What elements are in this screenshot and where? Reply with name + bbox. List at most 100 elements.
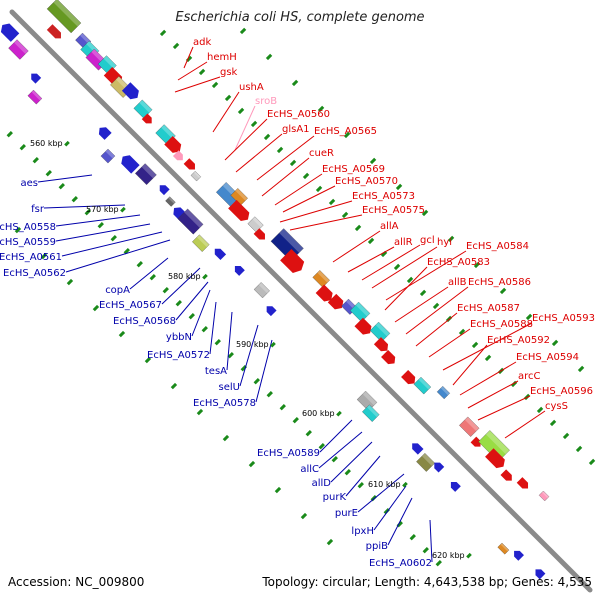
scale-tick: [253, 378, 260, 385]
tick-label: 620 kbp: [432, 551, 465, 560]
gene-arrow-forward: [172, 150, 183, 161]
label-leader-line: [129, 257, 169, 290]
label-leader-line: [256, 135, 315, 181]
tick-layer: [6, 27, 596, 567]
gene-label-reverse: fsr: [31, 204, 45, 215]
scale-tick: [40, 252, 48, 260]
gene-arrow-reverse: [214, 248, 227, 261]
label-leader-line: [191, 289, 211, 337]
scale-tick: [318, 443, 325, 450]
scale-tick: [395, 183, 403, 191]
gene-label-forward: EcHS_A0588: [470, 319, 533, 330]
tick-label: 580 kbp: [168, 272, 201, 281]
gene-label-forward: gcl: [420, 235, 435, 246]
scale-tick: [196, 408, 204, 416]
gene-label-forward: cysS: [545, 401, 568, 412]
gene-label-forward: EcHS_A0587: [457, 303, 520, 314]
gene-box: [416, 452, 436, 472]
gene-label-forward: glsA1: [282, 124, 310, 135]
scale-tick: [435, 560, 442, 567]
accession-text: Accession: NC_009800: [8, 575, 145, 589]
gene-box: [349, 301, 371, 323]
gene-label-forward: EcHS_A0593: [532, 313, 595, 324]
gene-box: [312, 270, 330, 288]
gene-box: [190, 170, 202, 182]
gene-arrow-forward: [485, 448, 505, 469]
map-title: Escherichia coli HS, complete genome: [175, 10, 425, 25]
gene-label-reverse: selU: [219, 382, 240, 393]
scale-tick: [222, 434, 230, 442]
scale-tick: [237, 107, 245, 115]
scale-tick: [84, 209, 91, 216]
gene-box: [230, 188, 248, 206]
label-leader-line: [279, 200, 353, 223]
label-leader-line: [212, 91, 240, 133]
gene-arrow-forward: [327, 293, 344, 310]
scale-tick: [71, 196, 78, 203]
gene-box: [253, 282, 270, 299]
label-leader-line: [319, 419, 353, 453]
scale-tick: [354, 224, 362, 232]
scale-tick: [432, 302, 440, 310]
scale-tick: [211, 81, 219, 89]
gene-arrow-forward: [141, 113, 152, 124]
scale-tick: [266, 391, 273, 398]
label-leader-line: [255, 339, 273, 403]
label-leader-line: [175, 281, 209, 321]
scale-tick: [14, 226, 22, 234]
scale-tick: [224, 94, 232, 102]
scale-tick: [421, 209, 429, 217]
gene-label-forward: EcHS_A0575: [362, 205, 425, 216]
scale-tick: [549, 419, 557, 427]
gene-arrow-forward: [470, 436, 481, 447]
scale-tick: [367, 237, 375, 245]
gene-box: [8, 39, 29, 60]
gene-box: [497, 542, 510, 555]
genome-stats-text: Topology: circular; Length: 4,643,538 bp…: [262, 575, 592, 589]
gene-label-reverse: EcHS_A0572: [147, 350, 210, 361]
tick-mark: [336, 410, 342, 417]
scale-tick: [422, 547, 429, 554]
gene-label-reverse: EcHS_A0561: [0, 252, 62, 263]
scale-tick: [201, 326, 208, 333]
tick-label: 610 kbp: [368, 480, 401, 489]
scale-tick: [344, 469, 351, 476]
gene-arrow-forward: [500, 469, 512, 481]
scale-tick: [263, 133, 271, 141]
label-leader-line: [226, 311, 233, 371]
gene-label-reverse: copA: [105, 285, 130, 296]
gene-label-forward: sroB: [255, 96, 277, 107]
gene-label-forward: EcHS_A0570: [335, 176, 398, 187]
label-leader-line: [467, 380, 519, 409]
gene-arrow-forward: [280, 249, 305, 274]
scale-tick: [326, 538, 334, 546]
scale-tick: [175, 300, 182, 307]
scale-tick: [198, 68, 206, 76]
scale-tick: [577, 365, 585, 373]
gene-box: [478, 430, 510, 462]
tick-label: 560 kbp: [30, 139, 63, 148]
gene-box: [100, 148, 116, 164]
gene-arrow-reverse: [450, 482, 461, 492]
scale-tick: [188, 313, 195, 320]
scale-tick: [136, 261, 143, 268]
scale-tick: [276, 146, 284, 154]
scale-tick: [447, 235, 455, 243]
label-leader-line: [504, 410, 546, 439]
gene-label-reverse: allC: [300, 464, 319, 475]
tick-mark: [402, 481, 408, 488]
gene-box: [362, 404, 380, 422]
label-leader-line: [161, 267, 201, 305]
gene-label-forward: arcC: [518, 371, 541, 382]
label-leader-line: [347, 246, 395, 273]
label-leader-line: [415, 312, 458, 347]
gene-box: [165, 196, 176, 207]
gene-label-reverse: ppiB: [366, 541, 388, 552]
label-leader-line: [428, 328, 471, 358]
gene-arrow-reverse: [121, 155, 140, 174]
gene-label-reverse: EcHS_A0589: [257, 448, 320, 459]
scale-tick: [393, 263, 401, 271]
label-leader-line: [385, 250, 467, 301]
